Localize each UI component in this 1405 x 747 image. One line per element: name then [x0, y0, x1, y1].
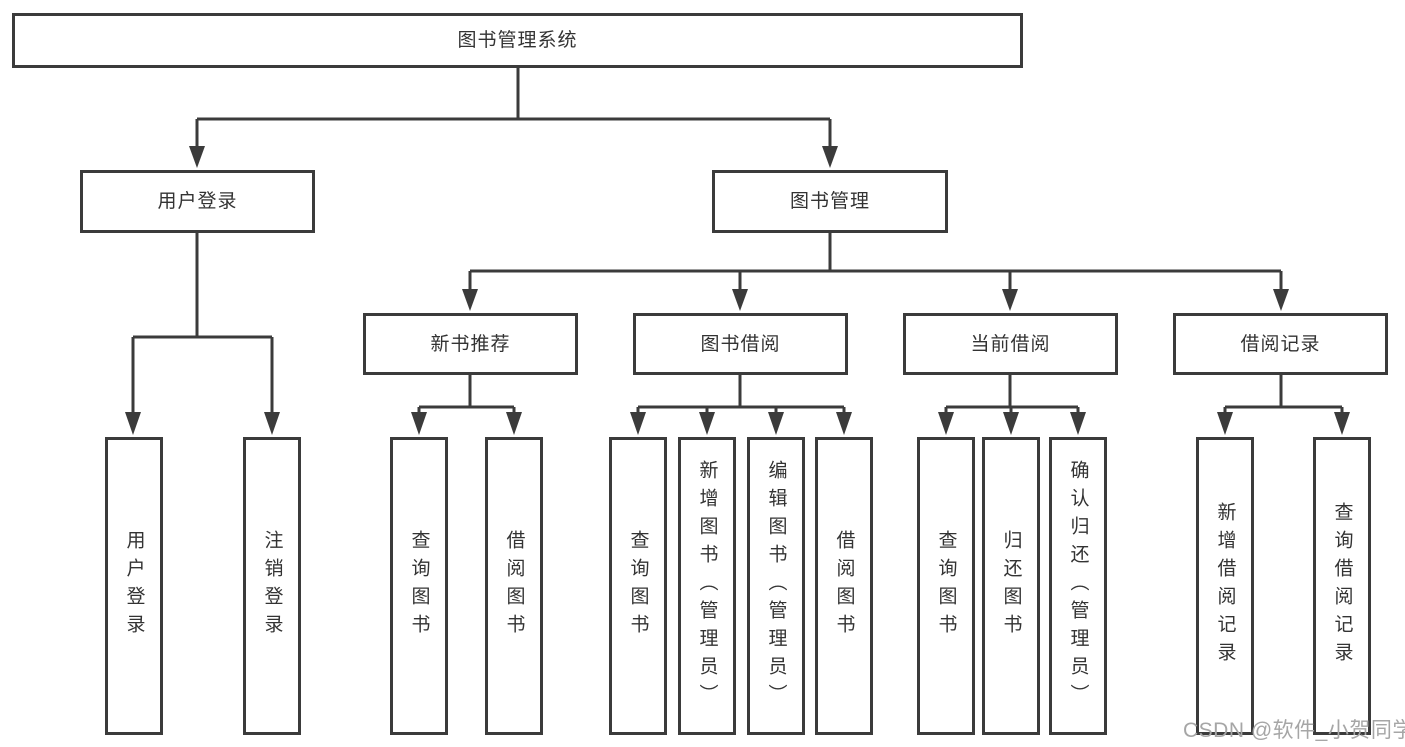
arrow-to-records-query [1334, 412, 1350, 435]
leaf-borrow-add-books-admin: 新增图书（管理员） [678, 437, 736, 735]
leaf-current-return-books: 归还图书 [982, 437, 1040, 735]
arrow-to-current-query [938, 412, 954, 435]
node-root-library-system: 图书管理系统 [12, 13, 1023, 68]
leaf-logout: 注销登录 [243, 437, 301, 735]
leaf-borrow-query-books: 查询图书 [609, 437, 667, 735]
arrow-to-borrow-query [630, 412, 646, 435]
arrowheads [125, 146, 1350, 435]
arrow-to-recommend-query [411, 412, 427, 435]
arrow-to-recommend-borrow [506, 412, 522, 435]
csdn-watermark: CSDN @软件_小贺同学 [1183, 719, 1405, 742]
arrow-to-current-borrow [1002, 289, 1018, 311]
arrow-to-borrow-edit [768, 412, 784, 435]
node-new-book-recommend: 新书推荐 [363, 313, 578, 375]
arrow-to-current-confirm [1070, 412, 1086, 435]
node-book-borrow: 图书借阅 [633, 313, 848, 375]
node-book-management: 图书管理 [712, 170, 948, 233]
leaf-recommend-borrow-books: 借阅图书 [485, 437, 543, 735]
leaf-current-query-books: 查询图书 [917, 437, 975, 735]
arrow-to-user-login [189, 146, 205, 168]
arrow-to-records-add [1217, 412, 1233, 435]
leaf-borrow-borrow-books: 借阅图书 [815, 437, 873, 735]
leaf-records-query-record: 查询借阅记录 [1313, 437, 1371, 735]
arrow-to-current-return [1003, 412, 1019, 435]
arrow-to-borrow-add [699, 412, 715, 435]
node-borrow-records: 借阅记录 [1173, 313, 1388, 375]
arrow-to-borrow-borrow [836, 412, 852, 435]
leaf-records-add-record: 新增借阅记录 [1196, 437, 1254, 735]
arrow-to-borrow-records [1273, 289, 1289, 311]
arrow-to-new-book-recommend [462, 289, 478, 311]
leaf-borrow-edit-books-admin: 编辑图书（管理员） [747, 437, 805, 735]
leaf-user-login: 用户登录 [105, 437, 163, 735]
leaf-recommend-query-books: 查询图书 [390, 437, 448, 735]
node-user-login: 用户登录 [80, 170, 315, 233]
arrow-to-book-borrow [732, 289, 748, 311]
arrow-to-logout-leaf [264, 412, 280, 435]
leaf-current-confirm-return-admin: 确认归还（管理员） [1049, 437, 1107, 735]
node-current-borrow: 当前借阅 [903, 313, 1118, 375]
arrow-to-login-leaf [125, 412, 141, 435]
arrow-to-book-management [822, 146, 838, 168]
